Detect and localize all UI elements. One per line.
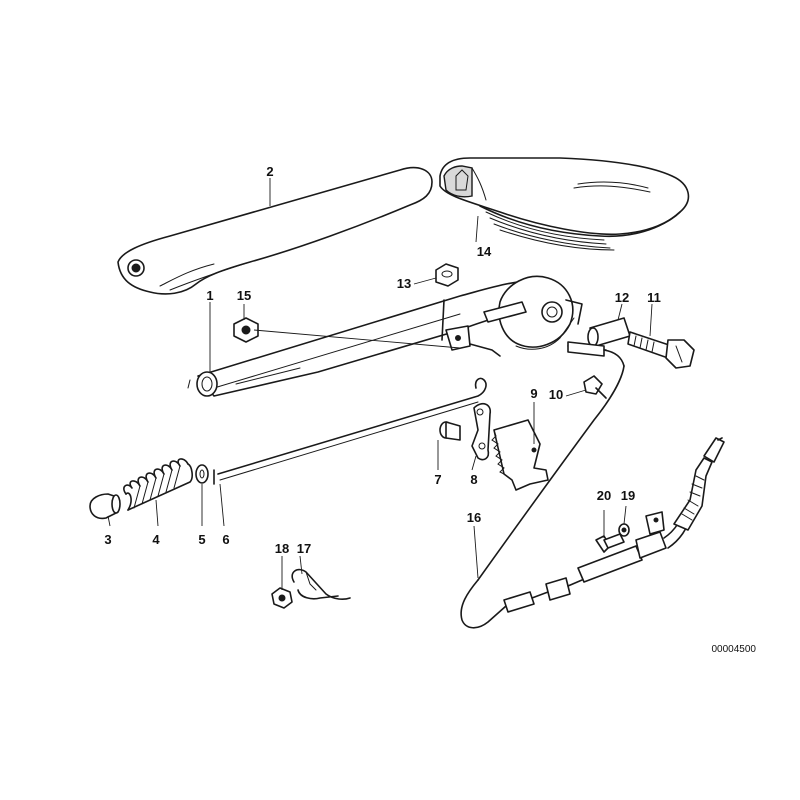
callout-20: 20 xyxy=(597,488,611,503)
part-ratchet-segment-9 xyxy=(491,419,549,491)
part-pull-rod-6 xyxy=(213,377,487,485)
callout-13: 13 xyxy=(397,276,411,291)
leader-3 xyxy=(107,515,111,527)
leader-19 xyxy=(623,505,627,525)
part-screw-10 xyxy=(583,375,607,399)
callout-16: 16 xyxy=(467,510,481,525)
part-nut-13 xyxy=(435,263,459,287)
callout-3: 3 xyxy=(104,532,111,547)
leader-11 xyxy=(649,303,653,337)
part-nut-15 xyxy=(233,317,259,343)
part-brake-cable-16 xyxy=(460,341,725,629)
part-spring-4 xyxy=(123,458,193,511)
callout-7: 7 xyxy=(434,472,441,487)
callout-14: 14 xyxy=(477,244,492,259)
leader-8 xyxy=(471,455,477,471)
leader-6 xyxy=(219,483,225,527)
part-pawl-8 xyxy=(471,402,492,461)
part-sleeve-12 xyxy=(587,317,631,347)
leader-16 xyxy=(473,525,479,579)
leader-10 xyxy=(565,389,587,397)
callout-5: 5 xyxy=(198,532,205,547)
part-bolt-20 xyxy=(595,533,625,553)
leader-12 xyxy=(617,303,623,321)
part-washer-5 xyxy=(195,464,209,484)
part-cap-3 xyxy=(89,493,121,520)
callout-15: 15 xyxy=(237,288,251,303)
part-clip-17 xyxy=(291,568,351,600)
part-cover-boot xyxy=(439,157,690,251)
callout-12: 12 xyxy=(615,290,629,305)
part-pin-7 xyxy=(439,421,461,441)
part-nut-18 xyxy=(271,587,293,609)
callout-19: 19 xyxy=(621,488,635,503)
callout-9: 9 xyxy=(530,386,537,401)
callout-18: 18 xyxy=(275,541,289,556)
callout-1: 1 xyxy=(206,288,213,303)
leader-13 xyxy=(413,277,437,285)
callout-labels: 1 2 3 4 5 6 7 8 9 10 11 12 13 14 15 16 1… xyxy=(104,164,660,556)
part-ratchet-head xyxy=(483,275,583,350)
leader-14 xyxy=(475,215,479,243)
leader-15-extension xyxy=(253,329,461,349)
callout-8: 8 xyxy=(470,472,477,487)
callout-11: 11 xyxy=(647,290,661,305)
callout-2: 2 xyxy=(266,164,273,179)
leader-17 xyxy=(299,555,303,575)
callout-6: 6 xyxy=(222,532,229,547)
leader-4 xyxy=(155,499,159,527)
part-handle-grip xyxy=(117,166,433,295)
leader-lines xyxy=(107,178,653,590)
callout-10: 10 xyxy=(549,387,563,402)
callout-4: 4 xyxy=(152,532,160,547)
diagram-reference-number: 00004500 xyxy=(712,644,757,655)
callout-17: 17 xyxy=(297,541,311,556)
part-bolt-11 xyxy=(627,331,695,369)
